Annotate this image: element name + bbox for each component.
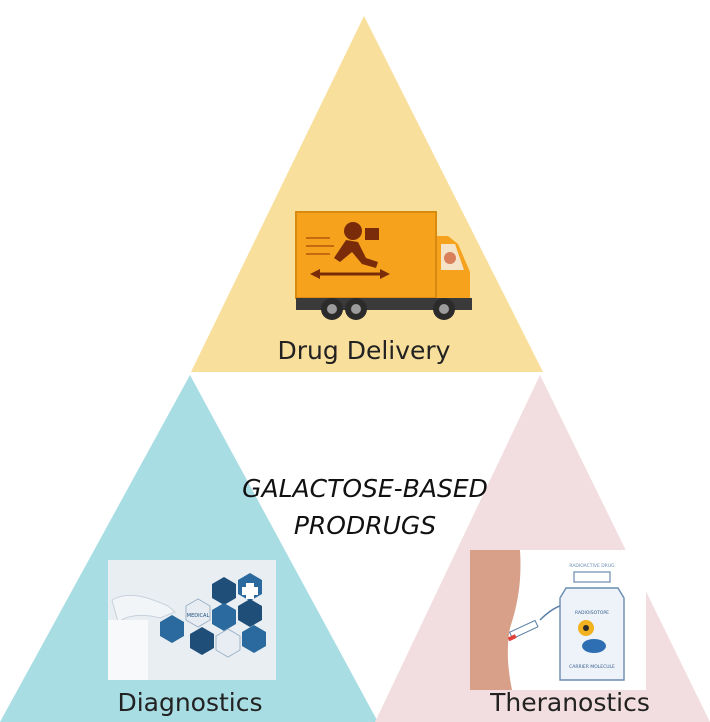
- bottle-bottom-label: CARRIER MOLECULE: [569, 664, 615, 670]
- center-title-line-1: GALACTOSE-BASED: [242, 474, 488, 503]
- medical-hexagon-icon: MEDICAL: [108, 560, 276, 680]
- drug-delivery-label: Drug Delivery: [277, 336, 451, 365]
- radioactive-drug-icon: RADIOACTIVE DRUG RADIOISOTOPE CARRIER MO…: [470, 550, 646, 690]
- center-title-line-2: PRODRUGS: [293, 511, 437, 540]
- diagnostics-tag: MEDICAL: [187, 613, 210, 619]
- theranostics-label: Theranostics: [490, 688, 650, 717]
- bottle-top-label: RADIOISOTOPE: [575, 610, 609, 616]
- center-title: GALACTOSE-BASED PRODRUGS: [215, 470, 515, 544]
- diagnostics-label: Diagnostics: [117, 688, 263, 717]
- bottle-header: RADIOACTIVE DRUG: [569, 563, 615, 569]
- drug-delivery-triangle: [191, 16, 543, 372]
- diagnostics-triangle: [0, 375, 378, 722]
- delivery-truck-icon: [295, 211, 472, 320]
